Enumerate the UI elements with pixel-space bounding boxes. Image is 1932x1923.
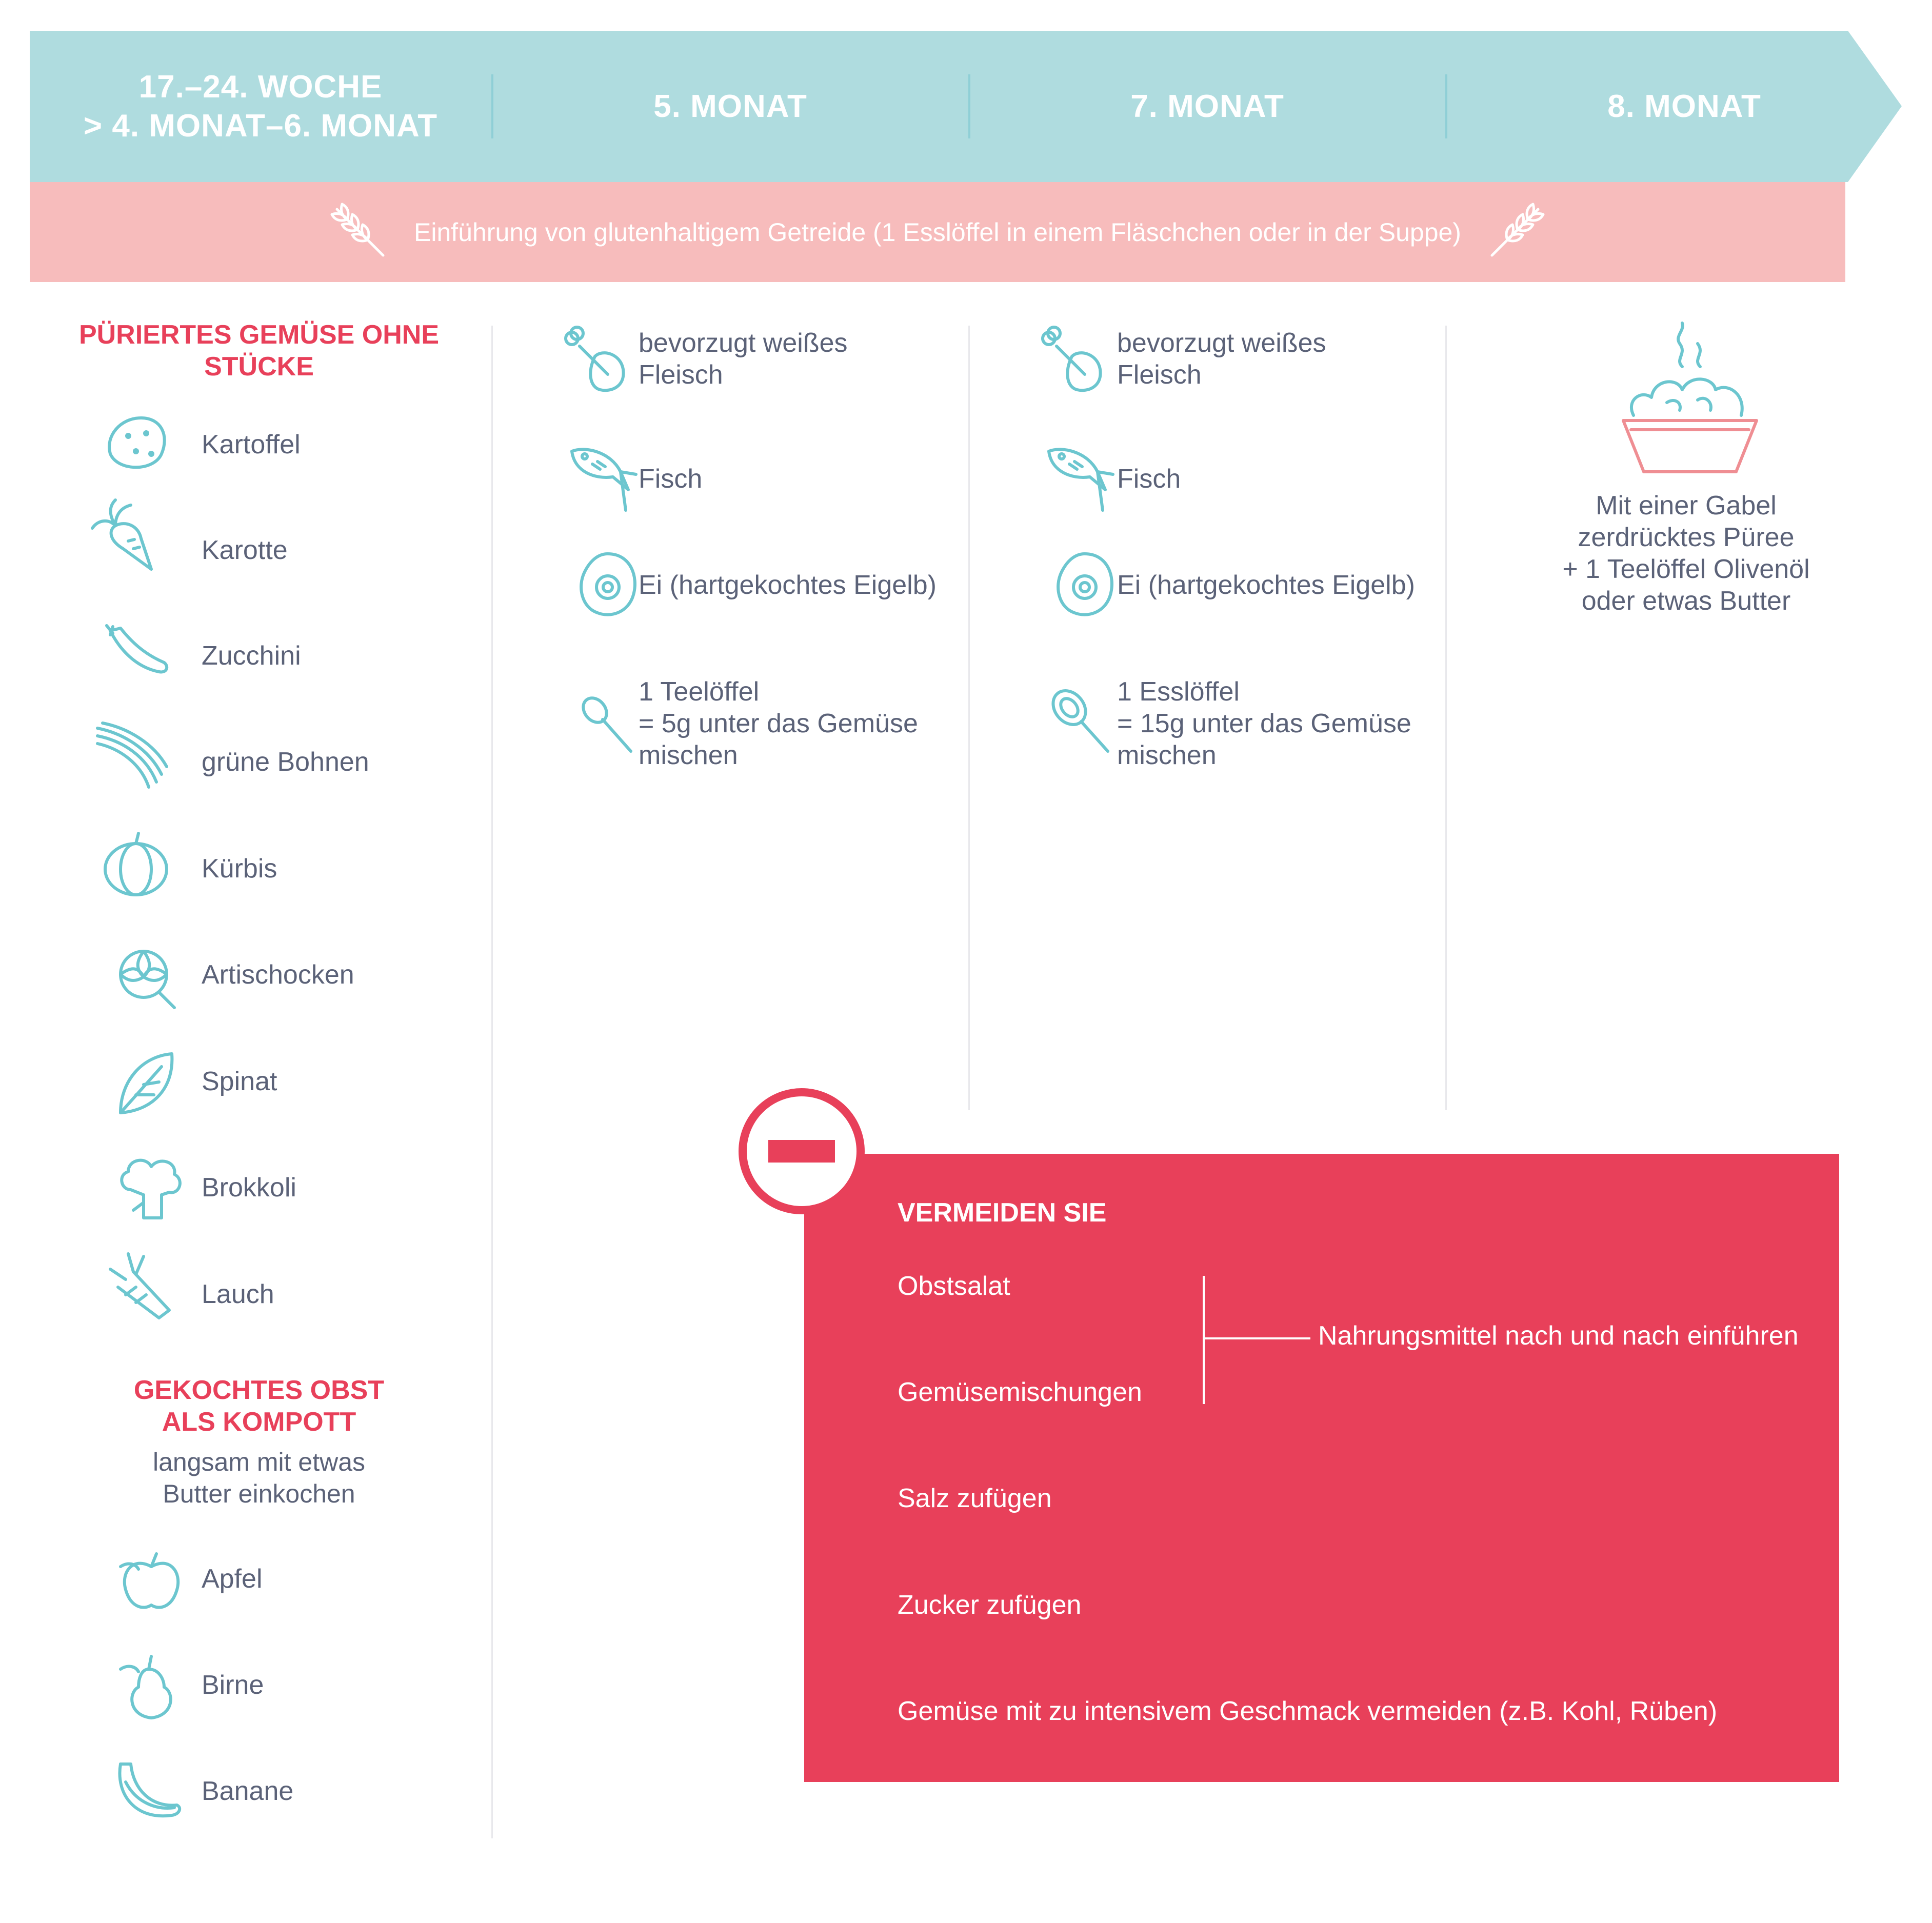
fruit-label: Apfel [202, 1564, 263, 1594]
chicken-leg-icon [564, 326, 625, 392]
stage-divider [1445, 74, 1447, 138]
potato-icon [108, 416, 166, 469]
avoid-item: Gemüsemischungen [898, 1377, 1142, 1407]
protein-text: Fisch [1117, 464, 1181, 494]
stage-divider [491, 74, 493, 138]
wheat-icon [1490, 203, 1545, 256]
bracket-note: Nahrungsmittel nach und nach einführen [1318, 1321, 1799, 1351]
vegetable-label: Kürbis [202, 854, 277, 884]
tablespoon-icon [1051, 689, 1109, 753]
pear-icon [119, 1655, 172, 1719]
column-divider [491, 326, 493, 1838]
banana-icon [118, 1762, 182, 1818]
fish-icon [570, 448, 638, 512]
protein-text: Ei (hartgekochtes Eigelb) [639, 570, 937, 600]
gluten-band: Einführung von glutenhaltigem Getreide (… [30, 182, 1845, 282]
vegetable-label: Karotte [202, 535, 288, 565]
avoid-item: Obstsalat [898, 1271, 1010, 1301]
fish-icon [1047, 448, 1114, 512]
teaspoon-icon [582, 696, 632, 753]
vegetable-label: Spinat [202, 1067, 277, 1096]
vegetable-label: Zucchini [202, 641, 301, 671]
spinach-icon [119, 1052, 174, 1114]
vegetable-label: Brokkoli [202, 1173, 296, 1203]
fruit-label: Birne [202, 1670, 264, 1700]
apple-icon [119, 1552, 180, 1609]
fruit-label: Banane [202, 1776, 294, 1806]
stage-label-2: 5. MONAT [653, 88, 807, 124]
avoid-item: Gemüse mit zu intensivem Geschmack verme… [898, 1696, 1718, 1726]
leek-icon [109, 1252, 171, 1319]
avoid-item: Zucker zufügen [898, 1590, 1082, 1620]
puree-bowl-icon [1622, 322, 1758, 473]
stage-label-4: 8. MONAT [1607, 88, 1761, 124]
stage-divider [968, 74, 970, 138]
zucchini-icon [105, 624, 169, 674]
protein-text: Fisch [639, 464, 703, 494]
vegetable-label: Lauch [202, 1279, 274, 1309]
stage-label-1: 17.–24. WOCHE> 4. MONAT–6. MONAT [83, 69, 438, 144]
minus-circle-icon [739, 1088, 865, 1214]
bracket-line [1203, 1337, 1310, 1339]
vegetable-label: Artischocken [202, 960, 354, 990]
header-arrow-band [30, 31, 1902, 182]
wheat-icon [330, 203, 385, 256]
artichoke-icon [119, 950, 176, 1009]
vegetable-label: Kartoffel [202, 430, 301, 459]
egg-icon [1057, 552, 1113, 616]
broccoli-icon [120, 1158, 182, 1219]
carrot-icon [91, 498, 153, 571]
avoid-item: Salz zufügen [898, 1484, 1052, 1513]
chicken-leg-icon [1041, 326, 1102, 392]
bracket-line [1203, 1276, 1205, 1404]
gluten-text: Einführung von glutenhaltigem Getreide (… [414, 217, 1461, 247]
avoid-box [804, 1154, 1839, 1782]
stage-label-3: 7. MONAT [1130, 88, 1284, 124]
avoid-title: VERMEIDEN SIE [898, 1198, 1107, 1228]
column-divider [1445, 326, 1447, 1110]
column-divider [968, 326, 970, 1110]
pumpkin-icon [104, 832, 168, 896]
green-beans-icon [96, 722, 168, 789]
protein-text: Ei (hartgekochtes Eigelb) [1117, 570, 1415, 600]
vegetable-label: grüne Bohnen [202, 747, 369, 777]
egg-icon [580, 552, 636, 616]
